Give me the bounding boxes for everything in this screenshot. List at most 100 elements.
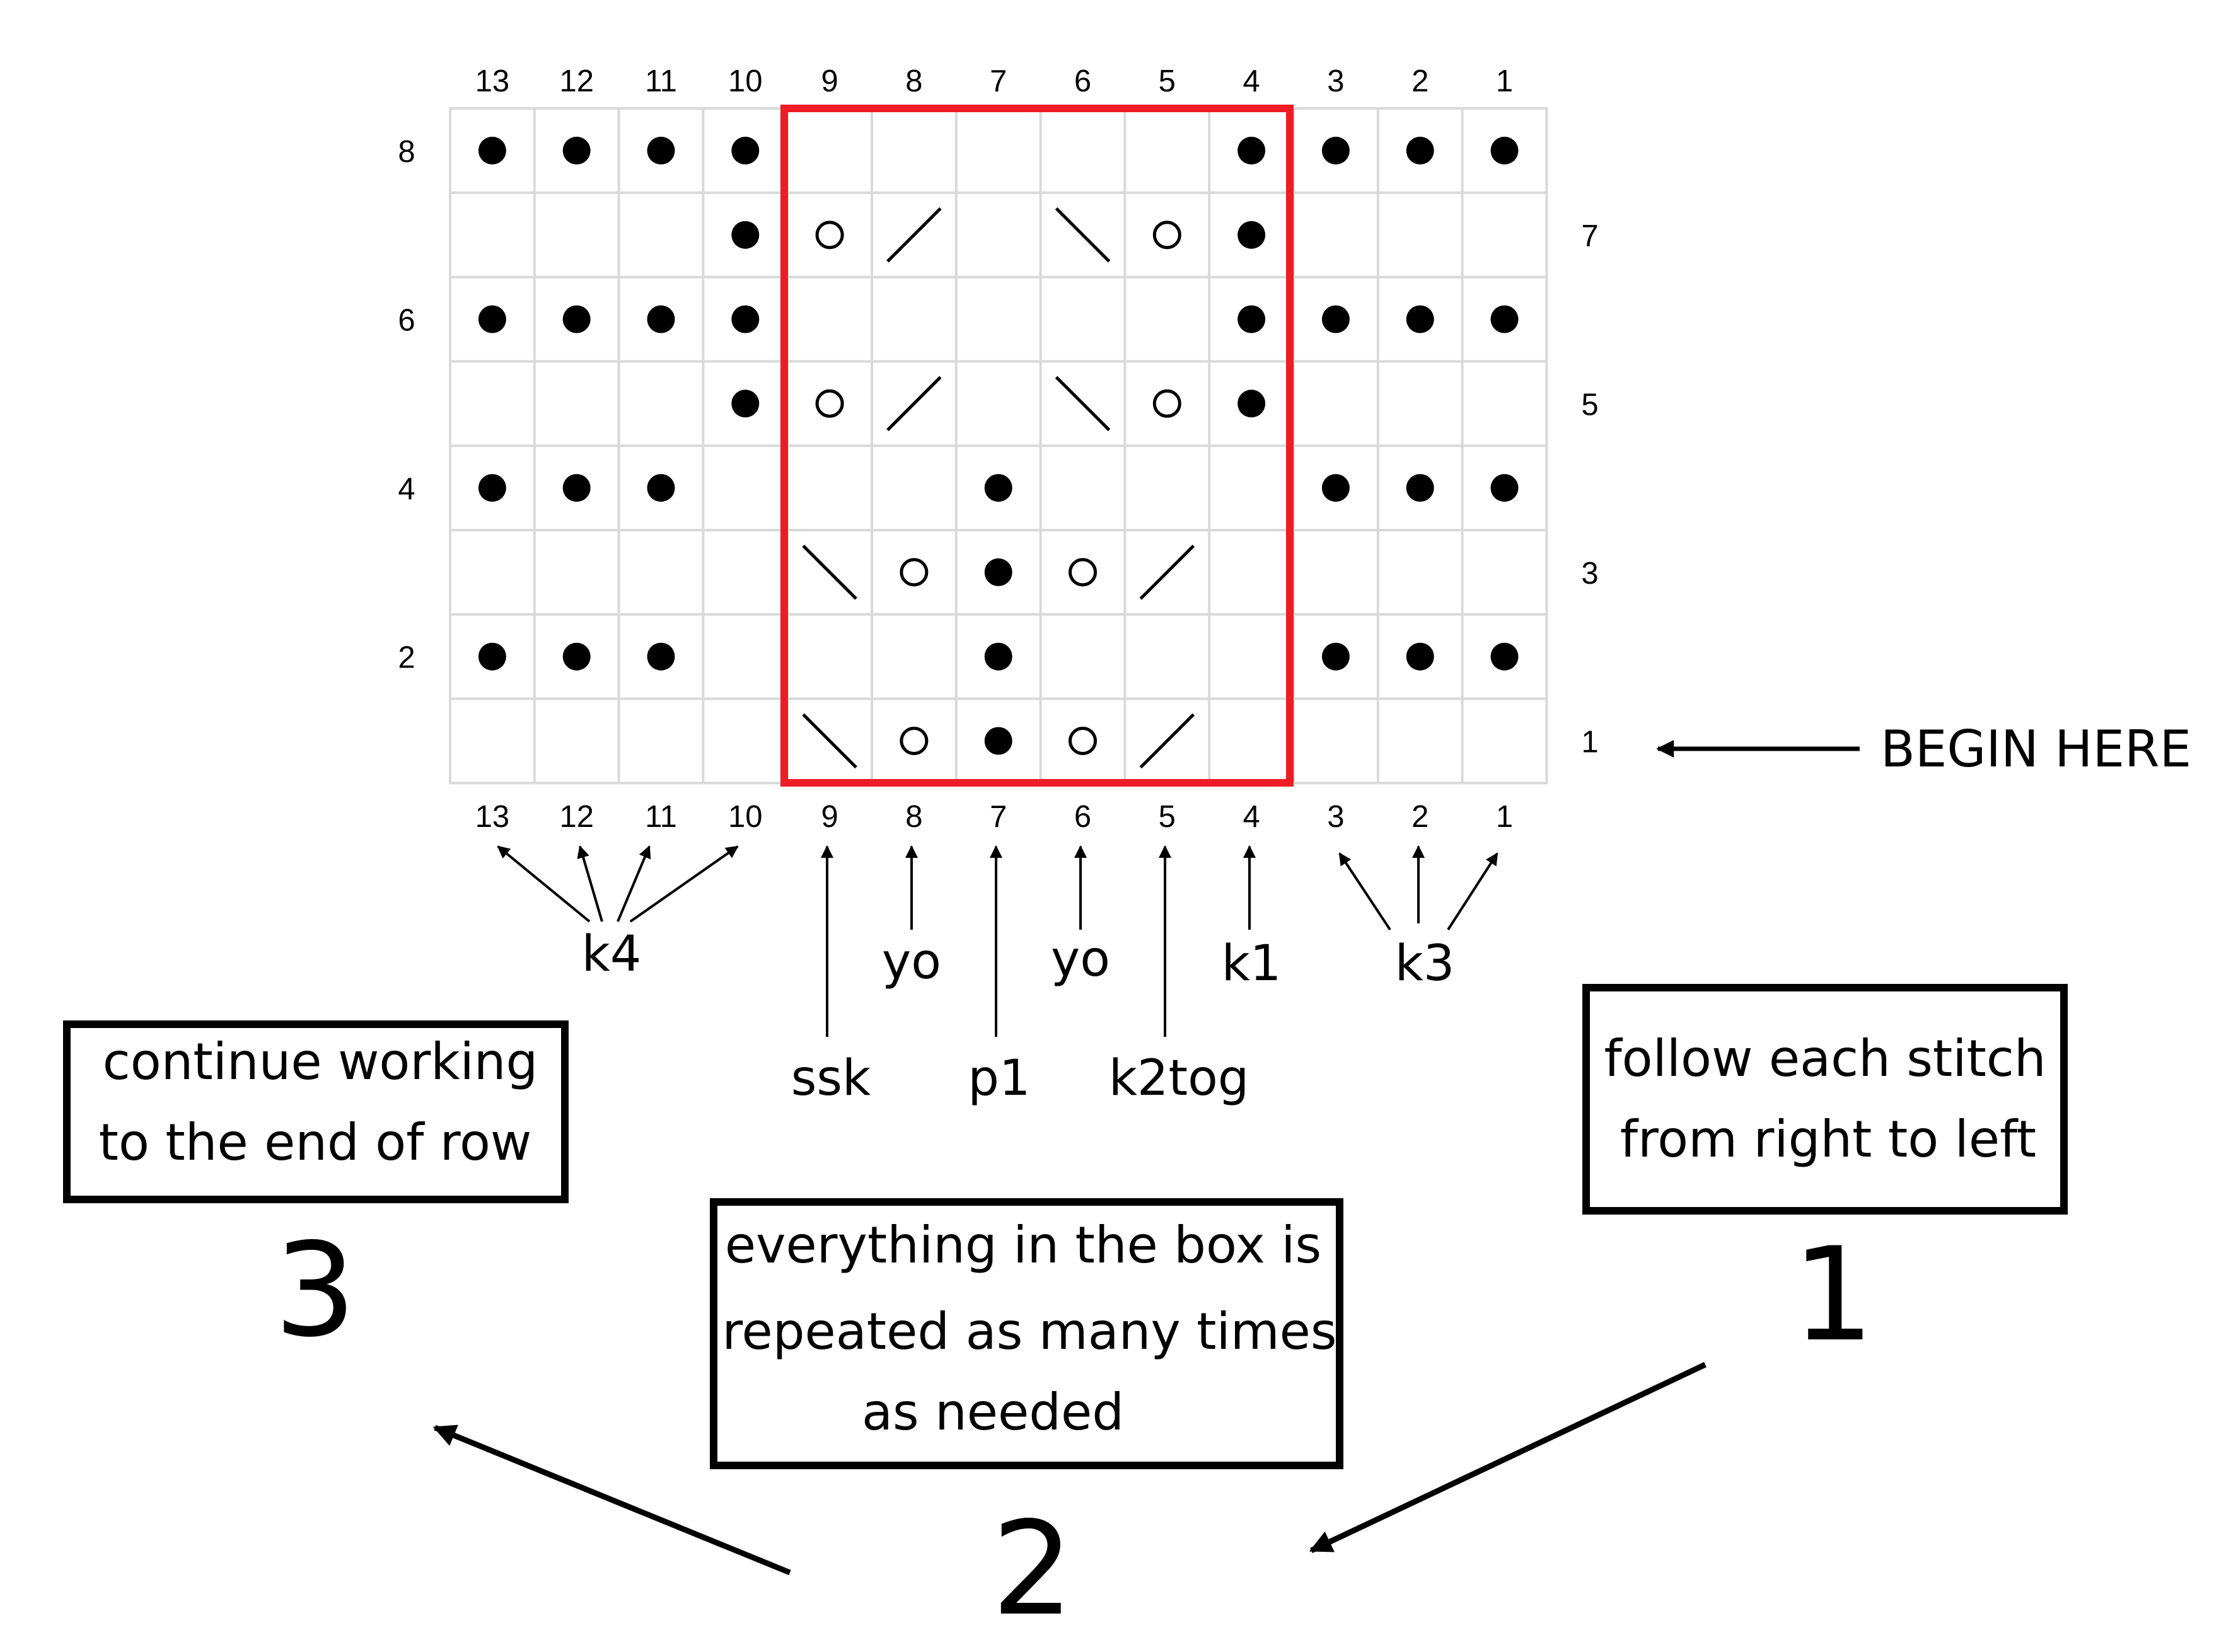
row-number-right: 3: [1581, 557, 1598, 591]
purl-dot-r7-c10: [731, 221, 760, 249]
column-number-top: 6: [1074, 64, 1091, 98]
column-number-top: 12: [559, 64, 594, 98]
purl-dot-r6-c4: [1237, 305, 1266, 333]
purl-dot-r8-c3: [1321, 136, 1350, 165]
purl-dot-r4-c2: [1406, 474, 1434, 502]
row-number-left: 8: [398, 135, 415, 169]
purl-dot-r8-c12: [562, 136, 591, 165]
step-2-box: [710, 1198, 1343, 1469]
k2tog-r3-c5: [1139, 545, 1195, 600]
purl-dot-r2-c3: [1321, 642, 1350, 671]
column-number-top: 4: [1243, 64, 1260, 98]
column-number-bottom: 4: [1243, 800, 1260, 834]
column-number-bottom: 13: [475, 800, 510, 834]
step-1-number: 1: [1792, 1220, 1874, 1370]
arrow-step1-to-step2: [1309, 1361, 1707, 1554]
column-number-bottom: 11: [645, 800, 677, 834]
purl-dot-r1-c7: [984, 727, 1012, 755]
step-1: follow each stitch from right to left 1: [1582, 984, 2068, 1370]
k2tog-r1-c5: [1139, 713, 1195, 769]
column-number-bottom: 6: [1074, 800, 1091, 834]
purl-dot-r6-c12: [562, 305, 591, 333]
yarn-over-r5-c5: [1152, 389, 1181, 418]
purl-dot-r8-c13: [478, 136, 506, 165]
yarn-over-r1-c8: [900, 727, 929, 755]
purl-dot-r2-c2: [1406, 642, 1434, 671]
purl-dot-r5-c4: [1237, 390, 1266, 418]
column-number-top: 3: [1327, 64, 1344, 98]
column-number-bottom: 10: [728, 800, 763, 834]
k3-arrow-col3: [1338, 852, 1391, 931]
step-2-number: 2: [992, 1494, 1074, 1644]
purl-dot-r4-c13: [478, 474, 506, 502]
step-2-line-2: repeated as many times: [722, 1302, 1336, 1361]
step-3-line-1: continue working: [103, 1032, 538, 1091]
stitch-annotation-labels: k4 yo yo k1 k3 ssk p1 k2tog: [582, 926, 1455, 1107]
purl-dot-r8-c10: [731, 136, 760, 165]
purl-dot-r2-c13: [478, 642, 506, 671]
purl-dot-r4-c11: [647, 474, 675, 502]
column-number-bottom: 12: [559, 800, 594, 834]
row-number-right: 5: [1581, 388, 1598, 422]
column-number-top: 8: [905, 64, 922, 98]
ssk-r5-c6: [1055, 376, 1111, 432]
purl-dot-r7-c4: [1237, 221, 1266, 249]
step-1-box: [1582, 984, 2068, 1215]
yarn-over-r1-c6: [1069, 727, 1097, 755]
k2tog-r5-c8: [886, 376, 942, 432]
purl-dot-r8-c4: [1237, 136, 1266, 165]
column-number-bottom: 2: [1411, 800, 1429, 834]
arrow-step2-to-step3: [432, 1424, 791, 1576]
purl-dot-r4-c7: [984, 474, 1012, 502]
purl-dot-r6-c11: [647, 305, 675, 333]
step-3-number: 3: [274, 1216, 356, 1366]
begin-here-label: BEGIN HERE: [1881, 720, 2191, 778]
column-number-bottom: 1: [1496, 800, 1513, 834]
yarn-over-r3-c6: [1069, 558, 1097, 587]
step-2-line-3: as needed: [862, 1383, 1124, 1441]
row-number-right: 1: [1581, 725, 1598, 760]
step-3-box: [63, 1020, 569, 1203]
label-k2tog: k2tog: [1109, 1050, 1249, 1107]
column-number-top: 5: [1159, 64, 1176, 98]
yarn-over-r7-c9: [815, 221, 844, 250]
column-number-top: 2: [1411, 64, 1429, 98]
step-2: everything in the box is repeated as man…: [710, 1198, 1343, 1644]
yarn-over-r7-c5: [1152, 221, 1181, 250]
stitch-symbols: [478, 136, 1519, 769]
step-2-line-1: everything in the box is: [725, 1216, 1321, 1274]
column-number-top: 9: [821, 64, 838, 98]
purl-dot-r4-c12: [562, 474, 591, 502]
step-1-line-1: follow each stitch: [1604, 1029, 2046, 1088]
row-number-left: 4: [398, 472, 415, 506]
ssk-r7-c6: [1055, 207, 1111, 263]
purl-dot-r6-c10: [731, 305, 760, 333]
purl-dot-r2-c7: [984, 642, 1012, 671]
purl-dot-r2-c11: [647, 642, 675, 671]
yarn-over-r5-c9: [815, 389, 844, 418]
repeat-box: [780, 105, 1294, 787]
step-1-line-2: from right to left: [1620, 1110, 2036, 1169]
chart-grid: [449, 107, 1548, 785]
purl-dot-r8-c2: [1406, 136, 1434, 165]
column-number-top: 13: [475, 64, 510, 98]
k4-arrow-col13: [497, 845, 591, 923]
stitch-annotation-arrows: [497, 845, 1498, 1037]
label-ssk: ssk: [791, 1050, 871, 1107]
column-number-bottom: 9: [821, 800, 838, 834]
ssk-r3-c9: [802, 545, 857, 600]
column-number-bottom: 3: [1327, 800, 1344, 834]
column-number-top: 11: [645, 64, 677, 98]
label-yo-left: yo: [882, 933, 941, 990]
row-number-left: 2: [398, 641, 415, 675]
purl-dot-r6-c2: [1406, 305, 1434, 333]
column-number-top: 1: [1496, 64, 1513, 98]
purl-dot-r8-c1: [1490, 136, 1519, 165]
purl-dot-r8-c11: [647, 136, 675, 165]
step-3: continue working to the end of row 3: [63, 1020, 569, 1366]
k4-arrow-col10: [629, 845, 739, 923]
